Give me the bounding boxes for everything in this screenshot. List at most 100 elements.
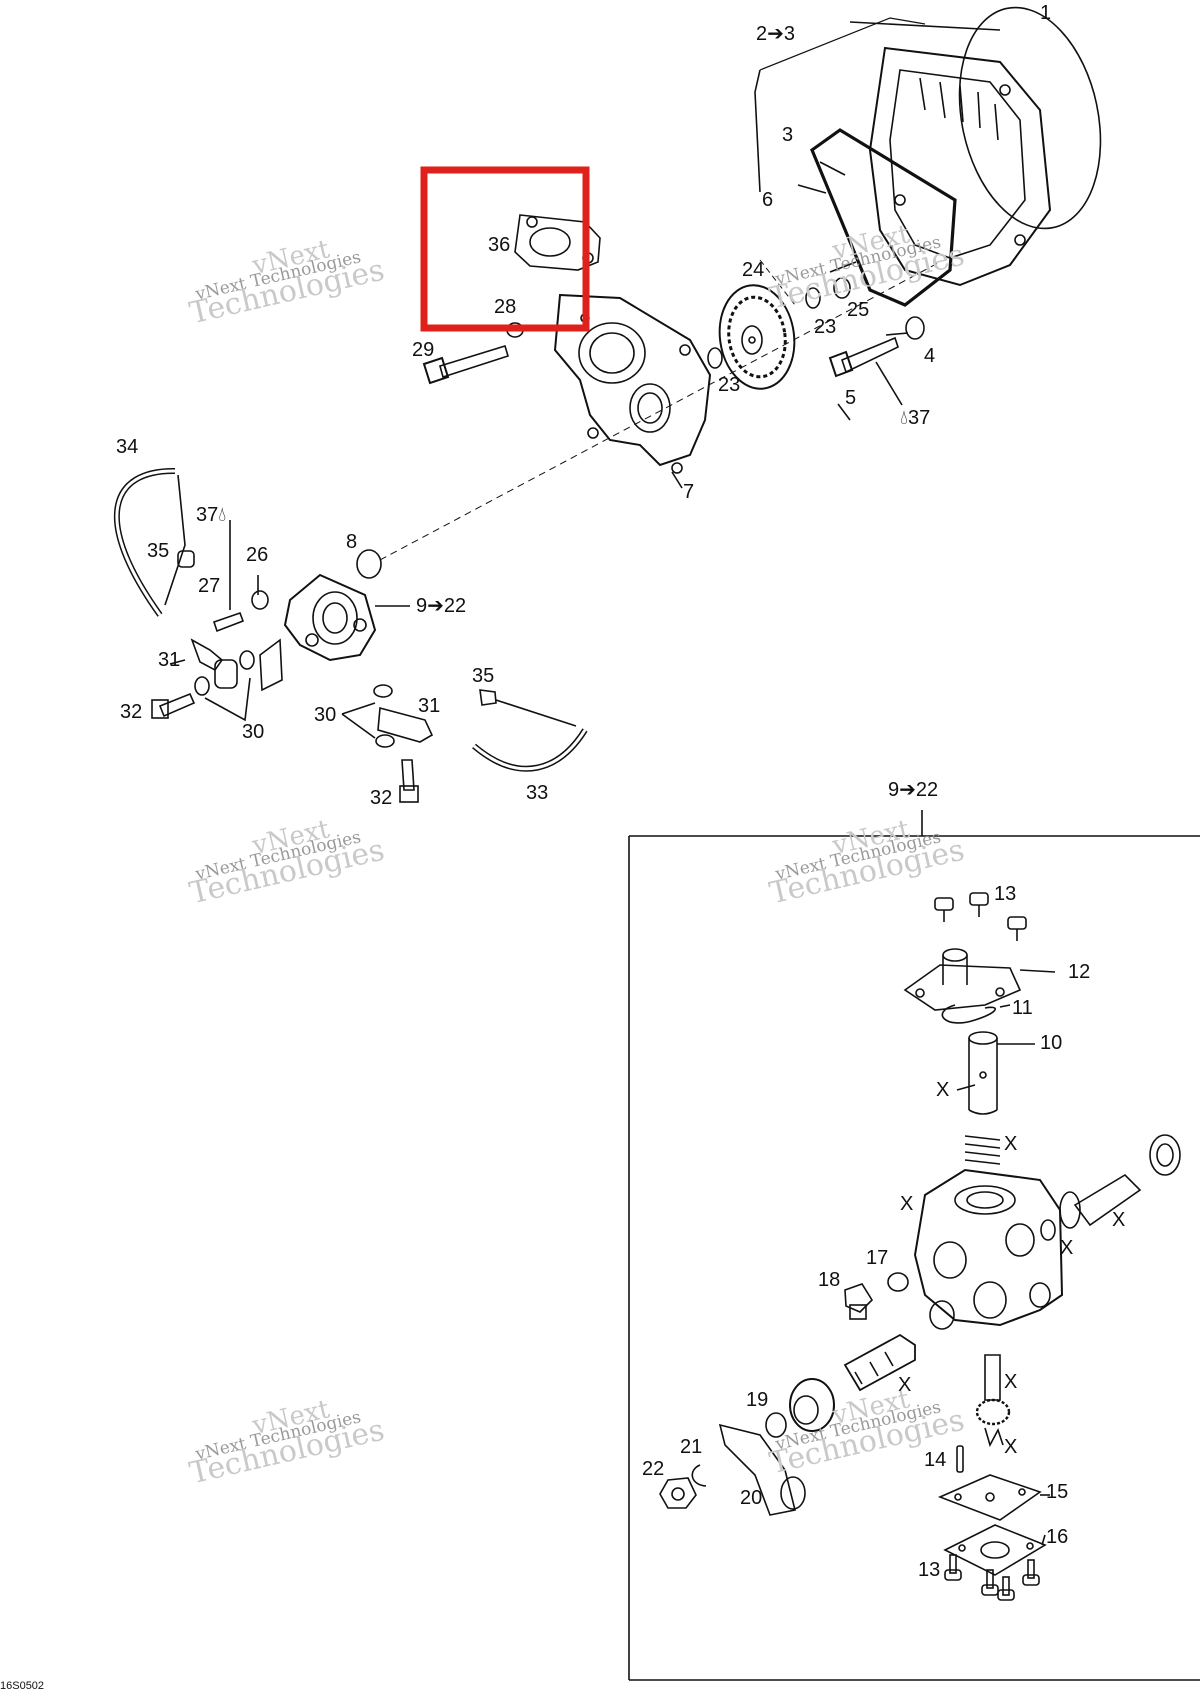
part-2-3-cover-housing bbox=[868, 46, 1052, 287]
callout-34: 34 bbox=[116, 436, 139, 458]
part-31-banjo-fitting-b bbox=[377, 706, 434, 743]
callout-x-5: X bbox=[1060, 1237, 1074, 1259]
callout-35-b: 35 bbox=[472, 665, 495, 687]
callout-24: 24 bbox=[742, 259, 765, 281]
callout-17: 17 bbox=[866, 1247, 889, 1269]
callout-7: 7 bbox=[683, 481, 695, 503]
part-9-22-oil-pump-small bbox=[259, 573, 377, 692]
callout-14: 14 bbox=[924, 1449, 947, 1471]
part-12-pump-cover bbox=[903, 948, 1022, 1011]
callout-25: 25 bbox=[847, 299, 870, 321]
callout-29: 29 bbox=[412, 339, 435, 361]
oil-drop-icon: 💧︎ bbox=[900, 407, 908, 429]
callout-35-a: 35 bbox=[147, 540, 170, 562]
part-27-screw bbox=[212, 611, 245, 633]
callout-26: 26 bbox=[246, 544, 269, 566]
callout-23-b: 23 bbox=[718, 374, 741, 396]
callout-28: 28 bbox=[494, 296, 517, 318]
part-22-nut bbox=[659, 1477, 697, 1509]
callout-30-a: 30 bbox=[242, 721, 265, 743]
oil-drop-icon: 💧︎ bbox=[218, 504, 227, 526]
part-10-plunger bbox=[968, 1031, 998, 1115]
part-19-washer bbox=[765, 1412, 787, 1438]
part-31-banjo-fitting-a bbox=[190, 638, 224, 672]
pump-shaft bbox=[843, 1333, 916, 1392]
callout-37-a: 💧︎37 bbox=[900, 407, 931, 429]
part-1-gasket-ring bbox=[958, 6, 1102, 230]
part-30-washer-b bbox=[239, 650, 255, 670]
part-15-gasket bbox=[937, 1474, 1042, 1521]
callout-x-8: X bbox=[1004, 1436, 1018, 1458]
part-26-washer bbox=[251, 590, 269, 610]
callout-36: 36 bbox=[488, 234, 511, 256]
callout-18: 18 bbox=[818, 1269, 841, 1291]
part-30-washer-c bbox=[373, 684, 393, 698]
drawing-code: 16S0502 bbox=[0, 1680, 45, 1692]
part-29-bolt bbox=[422, 344, 509, 385]
part-6-o-ring bbox=[810, 128, 957, 307]
part-23-washer-a bbox=[805, 287, 821, 309]
part-24-gear bbox=[718, 284, 796, 390]
part-35-clamp-b bbox=[479, 689, 497, 706]
callout-32-b: 32 bbox=[370, 787, 393, 809]
callout-8: 8 bbox=[346, 531, 358, 553]
part-7-pump-housing bbox=[553, 293, 712, 474]
inset-frame bbox=[628, 810, 1200, 1681]
part-21-circlip bbox=[691, 1464, 707, 1487]
part-18-plug bbox=[844, 1283, 874, 1320]
callout-31-b: 31 bbox=[418, 695, 441, 717]
callout-21: 21 bbox=[680, 1436, 703, 1458]
callout-3: 3 bbox=[782, 124, 794, 146]
part-20-lever bbox=[718, 1423, 806, 1516]
part-16-base-plate bbox=[943, 1524, 1047, 1576]
callout-5: 5 bbox=[845, 387, 857, 409]
callout-6: 6 bbox=[762, 189, 774, 211]
callout-x-1: X bbox=[936, 1079, 950, 1101]
callout-37-b: 37💧︎ bbox=[196, 504, 227, 526]
callout-9-22-top: 9➔22 bbox=[416, 595, 467, 617]
callout-20: 20 bbox=[740, 1487, 763, 1509]
part-17-washer bbox=[887, 1272, 909, 1292]
part-13-screws-bottom bbox=[944, 1554, 1040, 1601]
part-5-bolt bbox=[828, 336, 899, 378]
callout-13-a: 13 bbox=[994, 883, 1017, 905]
callout-15: 15 bbox=[1046, 1481, 1069, 1503]
worm-gear-shaft bbox=[975, 1354, 1011, 1448]
callout-16: 16 bbox=[1046, 1526, 1069, 1548]
highlight-box bbox=[420, 166, 590, 332]
callout-x-4: X bbox=[1112, 1209, 1126, 1231]
part-30-spacer-a bbox=[214, 659, 238, 689]
callout-x-7: X bbox=[1004, 1371, 1018, 1393]
callout-30-b: 30 bbox=[314, 704, 337, 726]
callout-4: 4 bbox=[924, 345, 936, 367]
callout-31-a: 31 bbox=[158, 649, 181, 671]
pump-body bbox=[913, 1168, 1064, 1330]
part-32-banjo-bolt-a bbox=[151, 692, 196, 719]
callout-11: 11 bbox=[1012, 997, 1033, 1019]
callout-23-a: 23 bbox=[814, 316, 837, 338]
callout-x-2: X bbox=[1004, 1133, 1018, 1155]
callout-13-b: 13 bbox=[918, 1559, 941, 1581]
callout-19: 19 bbox=[746, 1389, 769, 1411]
part-13-screws-top bbox=[934, 892, 1027, 941]
callout-22: 22 bbox=[642, 1458, 665, 1480]
part-19-cam bbox=[789, 1378, 835, 1432]
part-30-washer-d bbox=[375, 734, 395, 748]
callout-9-22-box: 9➔22 bbox=[888, 779, 939, 801]
check-valve bbox=[1059, 1134, 1181, 1229]
callout-27: 27 bbox=[198, 575, 221, 597]
callout-33: 33 bbox=[526, 782, 549, 804]
part-25-washer bbox=[833, 277, 851, 299]
part-30-washer-a bbox=[194, 676, 210, 696]
callout-1: 1 bbox=[1040, 2, 1052, 24]
seal-ring bbox=[1149, 1134, 1181, 1176]
callout-x-3: X bbox=[900, 1193, 914, 1215]
part-32-banjo-bolt-b bbox=[399, 759, 419, 803]
part-14-pin bbox=[956, 1445, 964, 1473]
callout-32-a: 32 bbox=[120, 701, 143, 723]
part-23-washer-b bbox=[707, 347, 723, 369]
part-35-clamp-a bbox=[177, 550, 195, 568]
callout-10: 10 bbox=[1040, 1032, 1063, 1054]
part-4-washer bbox=[905, 316, 925, 340]
